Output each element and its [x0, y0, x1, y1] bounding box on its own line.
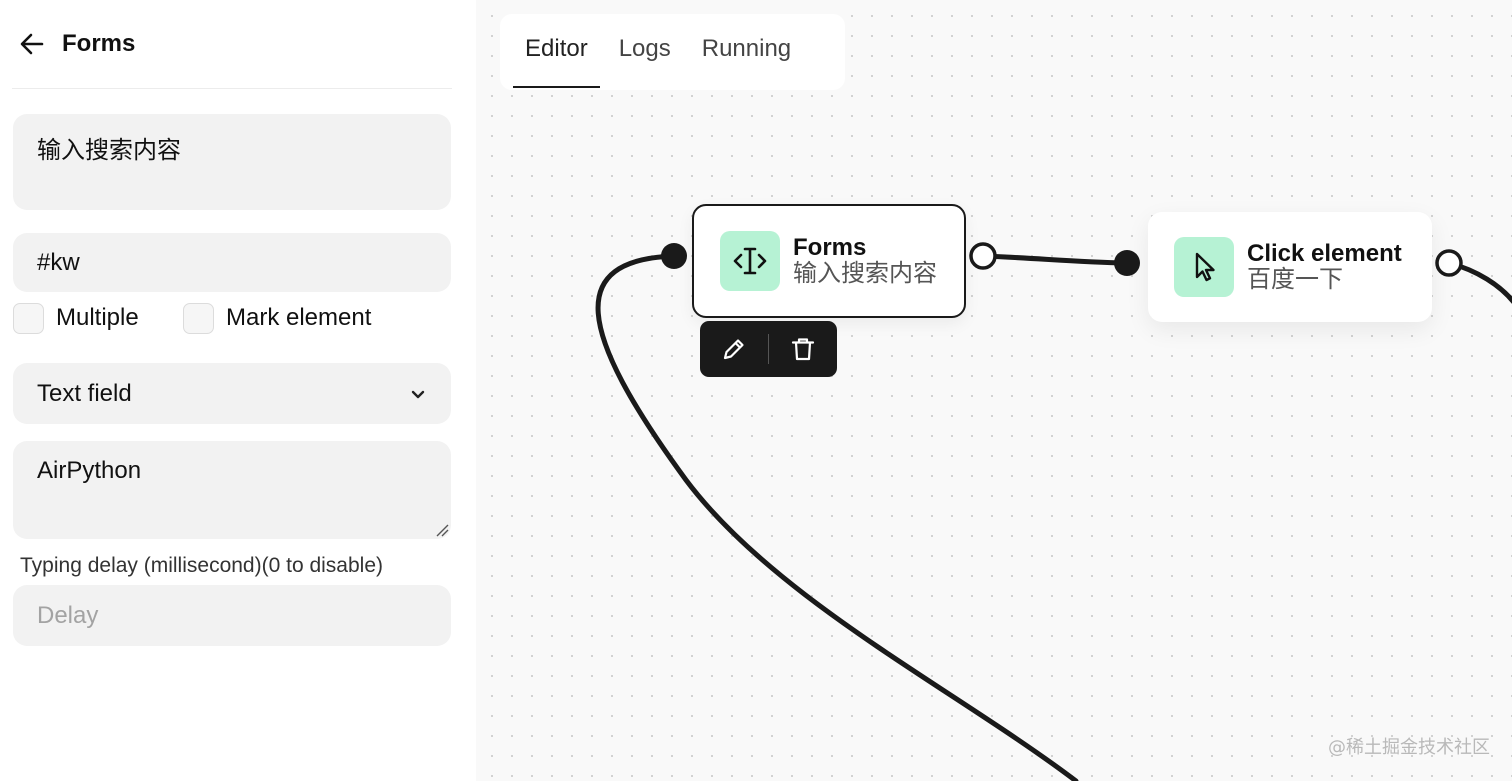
workflow-canvas[interactable]: Editor Logs Running Forms 输入搜索内容: [476, 0, 1512, 781]
edge-loop: [595, 253, 1079, 781]
forms-output-handle: [969, 242, 997, 270]
field-type-value: Text field: [37, 379, 132, 407]
node-forms[interactable]: Forms 输入搜索内容: [692, 204, 966, 318]
value-text: AirPython: [37, 457, 142, 484]
typing-delay-label: Typing delay (millisecond)(0 to disable): [20, 554, 383, 577]
back-button[interactable]: [16, 28, 48, 60]
toolbar-divider: [768, 334, 769, 364]
workflow-edges: [595, 242, 1512, 781]
multiple-checkbox-row[interactable]: Multiple: [13, 302, 139, 334]
description-textarea[interactable]: 输入搜索内容: [13, 114, 451, 210]
text-cursor-icon: [720, 231, 780, 291]
pencil-icon: [723, 339, 744, 360]
resize-grip-icon[interactable]: [435, 523, 449, 537]
edge-forms-to-click: [980, 253, 1129, 266]
multiple-checkbox[interactable]: [13, 302, 44, 334]
node-toolbar: [700, 321, 837, 377]
node-forms-subtitle: 输入搜索内容: [793, 260, 937, 287]
value-textarea[interactable]: AirPython: [13, 441, 451, 539]
trash-icon: [791, 338, 815, 361]
edit-node-button[interactable]: [700, 321, 768, 377]
field-type-select[interactable]: Text field: [13, 363, 451, 424]
node-click-subtitle: 百度一下: [1247, 266, 1343, 293]
cursor-pointer-icon: [1174, 237, 1234, 297]
sidebar-title: Forms: [62, 30, 136, 57]
node-click-element[interactable]: Click element 百度一下: [1148, 212, 1432, 322]
click-output-handle: [1435, 249, 1463, 277]
watermark: @稀土掘金技术社区: [1328, 737, 1490, 758]
forms-input-handle: [661, 243, 687, 269]
tab-running[interactable]: Running: [701, 35, 792, 62]
canvas-tabs: Editor Logs Running: [500, 14, 845, 90]
click-input-handle: [1114, 250, 1140, 276]
tab-logs[interactable]: Logs: [618, 35, 671, 62]
tab-editor[interactable]: Editor: [513, 14, 600, 88]
delete-node-button[interactable]: [769, 321, 837, 377]
multiple-label: Multiple: [56, 304, 139, 331]
mark-element-checkbox[interactable]: [183, 302, 214, 334]
sidebar-header: Forms: [12, 18, 452, 89]
arrow-left-icon: [20, 33, 44, 55]
node-forms-title: Forms: [793, 233, 867, 261]
chevron-down-icon: [411, 390, 425, 398]
mark-element-checkbox-row[interactable]: Mark element: [183, 302, 371, 334]
sidebar-panel: Forms 输入搜索内容 #kw Multiple Mark element T…: [0, 0, 476, 781]
mark-element-label: Mark element: [226, 304, 372, 331]
selector-input[interactable]: #kw: [13, 233, 451, 292]
delay-input[interactable]: Delay: [13, 585, 451, 646]
node-click-title: Click element: [1247, 239, 1402, 267]
